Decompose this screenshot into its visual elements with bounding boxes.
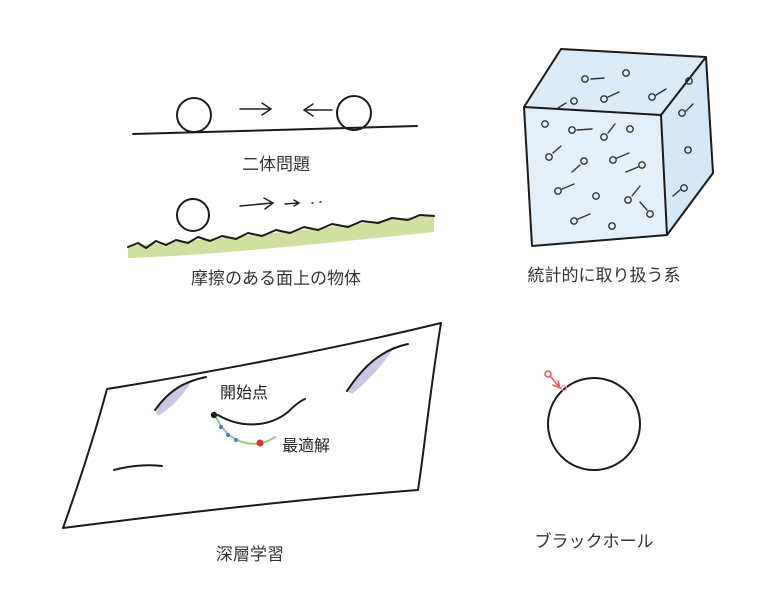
fading-dots-icon bbox=[311, 201, 322, 204]
optimum-point-dot bbox=[256, 439, 264, 447]
sliding-body-circle bbox=[176, 198, 210, 232]
landscape-sheet bbox=[62, 322, 442, 529]
two-body-caption: 二体問題 bbox=[242, 155, 310, 175]
loss-landscape-diagram: 開始点 最適解 bbox=[62, 322, 442, 529]
friction-caption: 摩擦のある面上の物体 bbox=[191, 269, 361, 289]
start-point-label: 開始点 bbox=[220, 383, 268, 402]
small-arrow-icon bbox=[284, 199, 301, 207]
right-arrow-icon bbox=[239, 102, 273, 116]
grass-strip bbox=[128, 214, 434, 258]
black-hole-caption: ブラックホール bbox=[535, 531, 654, 552]
event-horizon-circle bbox=[547, 377, 641, 471]
friction-diagram bbox=[127, 197, 435, 258]
two-body-surface-line bbox=[132, 125, 418, 135]
valley-curve bbox=[217, 398, 306, 426]
cube-top-face bbox=[524, 49, 706, 115]
ridge-line-left bbox=[154, 376, 207, 411]
motion-arrow-icon bbox=[239, 197, 275, 210]
black-hole-diagram bbox=[544, 370, 641, 471]
two-body-diagram bbox=[132, 95, 418, 135]
left-body-circle bbox=[176, 97, 212, 133]
probe-at-horizon bbox=[560, 384, 568, 392]
right-body-circle bbox=[336, 95, 372, 131]
ridge-line-right bbox=[346, 343, 409, 392]
ridge-shade-left bbox=[155, 380, 192, 416]
gradient-steps bbox=[219, 425, 238, 442]
optimum-label: 最適解 bbox=[282, 436, 330, 455]
start-point-dot bbox=[210, 411, 218, 419]
cube-edges bbox=[523, 48, 714, 247]
probe-particle bbox=[544, 370, 552, 378]
cube-front-face bbox=[524, 107, 667, 246]
rough-surface-line bbox=[127, 214, 435, 249]
gas-box-diagram bbox=[523, 48, 714, 247]
small-ridge-line bbox=[113, 464, 163, 471]
ridge-shade-right bbox=[347, 346, 395, 394]
left-arrow-icon bbox=[302, 103, 333, 117]
deep-learning-caption: 深層学習 bbox=[216, 545, 284, 565]
infall-arrow-icon bbox=[550, 376, 562, 390]
gas-molecules bbox=[541, 69, 694, 230]
optimization-path bbox=[215, 416, 276, 445]
statistical-caption: 統計的に取り扱う系 bbox=[528, 266, 681, 286]
